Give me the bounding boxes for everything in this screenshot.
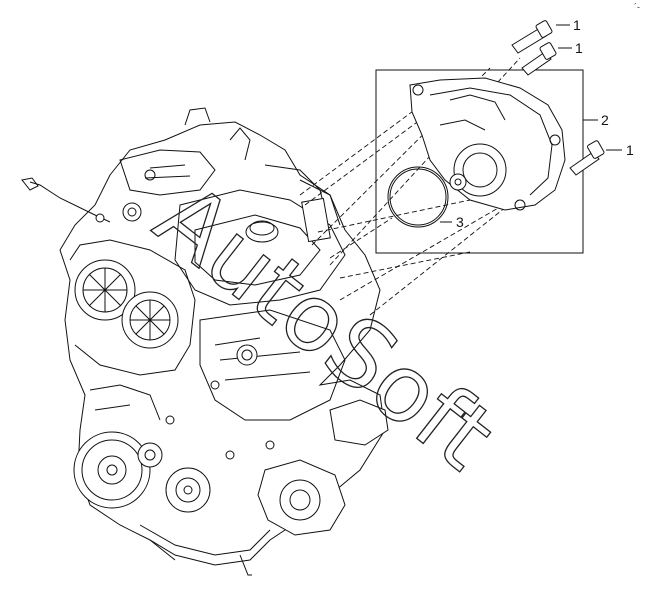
callout-bolt-top: 1 (573, 17, 581, 33)
o-ring (387, 166, 449, 228)
callout-o-ring: 3 (456, 214, 464, 230)
callout-bolt-middle: 1 (575, 40, 583, 56)
engine-assembly (21, 107, 389, 576)
bolt-middle (521, 42, 557, 76)
callout-vacuum-pump: 2 (601, 112, 609, 128)
vacuum-pump (409, 77, 566, 211)
bolt-right (569, 140, 605, 176)
callout-leaders (440, 24, 622, 223)
callout-bolt-right: 1 (626, 142, 634, 158)
corner-mark: ´- (634, 2, 640, 12)
bolt-top (511, 20, 553, 54)
